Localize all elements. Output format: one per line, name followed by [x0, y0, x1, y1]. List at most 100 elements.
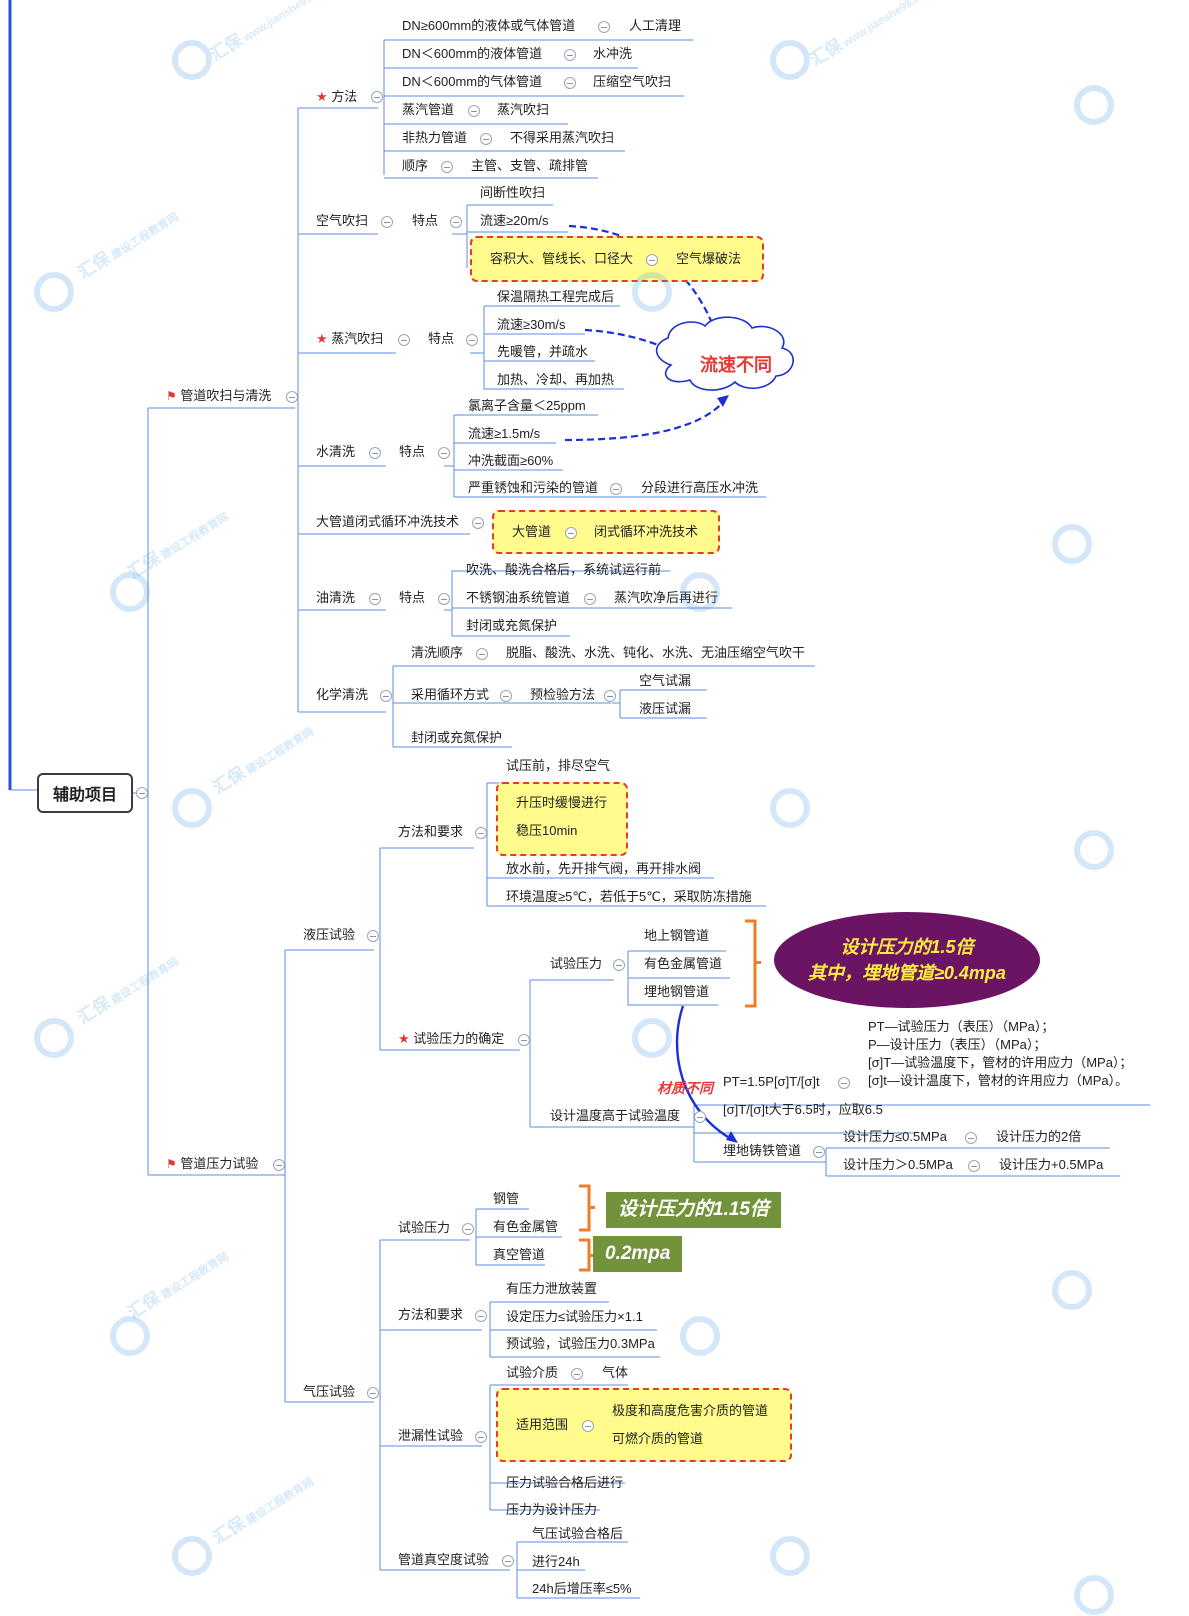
gas-node[interactable]: 气压试验	[303, 1384, 356, 1399]
hydro-item-2[interactable]: 升压时缓慢进行	[516, 795, 608, 810]
collapse-icon[interactable]	[838, 1077, 850, 1089]
method-row-6-key[interactable]: 顺序	[402, 158, 429, 173]
hydro-item-4[interactable]: 放水前，先开排气阀，再开排水阀	[506, 861, 702, 876]
collapse-icon[interactable]	[968, 1160, 980, 1172]
chem-node[interactable]: 化学清洗	[316, 687, 369, 702]
collapse-icon[interactable]	[565, 527, 577, 539]
method-row-3-key[interactable]: DN＜600mm的气体管道	[402, 74, 543, 89]
collapse-icon[interactable]	[466, 334, 478, 346]
gas-leak-item-1[interactable]: 压力试验合格后进行	[506, 1475, 624, 1490]
collapse-icon[interactable]	[598, 21, 610, 33]
collapse-icon[interactable]	[476, 648, 488, 660]
hydro-method[interactable]: 方法和要求	[398, 824, 464, 839]
oil-item-2[interactable]: 不锈钢油系统管道	[466, 590, 571, 605]
collapse-icon[interactable]	[369, 593, 381, 605]
steam-item-1[interactable]: 保温隔热工程完成后	[497, 289, 615, 304]
water-extra[interactable]: 分段进行高压水冲洗	[641, 480, 759, 495]
chem-test-2[interactable]: 液压试漏	[639, 701, 692, 716]
collapse-icon[interactable]	[965, 1132, 977, 1144]
method-row-6-val[interactable]: 主管、支管、疏排管	[471, 158, 589, 173]
water-feature[interactable]: 特点	[399, 444, 426, 459]
collapse-icon[interactable]	[441, 161, 453, 173]
castiron-cond-1[interactable]: 设计压力≤0.5MPa	[843, 1129, 947, 1144]
gas-scope-1[interactable]: 极度和高度危害介质的管道	[612, 1403, 769, 1418]
hydro-ratio[interactable]: [σ]T/[σ]t大于6.5时，应取6.5	[723, 1102, 883, 1117]
bigpipe-node[interactable]: 大管道闭式循环冲洗技术	[316, 514, 460, 529]
oil-item-1[interactable]: 吹洗、酸洗合格后，系统试运行前	[466, 562, 662, 577]
collapse-icon[interactable]	[502, 1555, 514, 1567]
air-item-2[interactable]: 流速≥20m/s	[480, 213, 549, 228]
air-item-1[interactable]: 间断性吹扫	[480, 185, 546, 200]
branch1-collapse-icon[interactable]	[286, 391, 298, 403]
method-row-1-val[interactable]: 人工清理	[629, 18, 682, 33]
method-row-4-val[interactable]: 蒸汽吹扫	[497, 102, 550, 117]
method-row-3-val[interactable]: 压缩空气吹扫	[593, 74, 672, 89]
chem-precheck[interactable]: 预检验方法	[530, 687, 596, 702]
gas-m-item-3[interactable]: 预试验，试验压力0.3MPa	[506, 1336, 655, 1351]
method-node[interactable]: ★ 方法	[316, 89, 358, 104]
collapse-icon[interactable]	[450, 216, 462, 228]
collapse-icon[interactable]	[564, 77, 576, 89]
oil-node[interactable]: 油清洗	[316, 590, 356, 605]
oil-item-3[interactable]: 封闭或充氮保护	[466, 618, 558, 633]
hydro-item-1[interactable]: 试压前，排尽空气	[506, 758, 611, 773]
collapse-icon[interactable]	[813, 1146, 825, 1158]
collapse-icon[interactable]	[500, 690, 512, 702]
collapse-icon[interactable]	[468, 105, 480, 117]
oil-feature[interactable]: 特点	[399, 590, 426, 605]
gas-leak[interactable]: 泄漏性试验	[398, 1428, 464, 1443]
collapse-icon[interactable]	[564, 49, 576, 61]
hydro-node[interactable]: 液压试验	[303, 927, 356, 942]
gas-v-item-2[interactable]: 进行24h	[532, 1554, 580, 1569]
method-row-5-key[interactable]: 非热力管道	[402, 130, 468, 145]
gas-method[interactable]: 方法和要求	[398, 1307, 464, 1322]
branch1-node[interactable]: ⚑ 管道吹扫与清洗	[166, 388, 272, 403]
castiron-val-2[interactable]: 设计压力+0.5MPa	[999, 1157, 1104, 1172]
water-item-1[interactable]: 氯离子含量＜25ppm	[468, 398, 586, 413]
collapse-icon[interactable]	[480, 133, 492, 145]
hydro-formula[interactable]: PT=1.5P[σ]T/[σ]t	[723, 1074, 820, 1089]
gas-leak-item-2[interactable]: 压力为设计压力	[506, 1502, 598, 1517]
root-node[interactable]: 辅助项目	[37, 773, 133, 813]
gas-scope-2[interactable]: 可燃介质的管道	[612, 1431, 704, 1446]
steam-feature[interactable]: 特点	[428, 331, 455, 346]
collapse-icon[interactable]	[367, 1387, 379, 1399]
water-item-3[interactable]: 冲洗截面≥60%	[468, 453, 554, 468]
gas-medium[interactable]: 试验介质	[506, 1365, 559, 1380]
steam-item-4[interactable]: 加热、冷却、再加热	[497, 372, 615, 387]
collapse-icon[interactable]	[398, 334, 410, 346]
chem-seal[interactable]: 封闭或充氮保护	[411, 730, 503, 745]
collapse-icon[interactable]	[438, 447, 450, 459]
collapse-icon[interactable]	[694, 1111, 706, 1123]
method-row-5-val[interactable]: 不得采用蒸汽吹扫	[510, 130, 615, 145]
collapse-icon[interactable]	[369, 447, 381, 459]
collapse-icon[interactable]	[613, 959, 625, 971]
steam-node[interactable]: ★ 蒸汽吹扫	[316, 331, 384, 346]
bigpipe-right[interactable]: 闭式循环冲洗技术	[594, 524, 699, 539]
gas-pipe-3[interactable]: 真空管道	[493, 1247, 546, 1262]
castiron-val-1[interactable]: 设计压力的2倍	[996, 1129, 1082, 1144]
hydro-item-3[interactable]: 稳压10min	[516, 823, 578, 838]
gas-pipe-2[interactable]: 有色金属管	[493, 1219, 559, 1234]
method-row-4-key[interactable]: 蒸汽管道	[402, 102, 455, 117]
gas-vacuum[interactable]: 管道真空度试验	[398, 1552, 490, 1567]
collapse-icon[interactable]	[604, 690, 616, 702]
collapse-icon[interactable]	[380, 690, 392, 702]
collapse-icon[interactable]	[367, 930, 379, 942]
collapse-icon[interactable]	[475, 1310, 487, 1322]
collapse-icon[interactable]	[582, 1420, 594, 1432]
hydro-pipe-1[interactable]: 地上钢管道	[644, 928, 710, 943]
method-row-2-key[interactable]: DN＜600mm的液体管道	[402, 46, 543, 61]
collapse-icon[interactable]	[438, 593, 450, 605]
method-row-1-key[interactable]: DN≥600mm的液体或气体管道	[402, 18, 576, 33]
collapse-icon[interactable]	[475, 1431, 487, 1443]
hydro-item-5[interactable]: 环境温度≥5℃，若低于5℃，采取防冻措施	[506, 889, 752, 904]
chem-order-val[interactable]: 脱脂、酸洗、水洗、钝化、水洗、无油压缩空气吹干	[506, 645, 806, 660]
gas-scope[interactable]: 适用范围	[516, 1417, 569, 1432]
bigpipe-left[interactable]: 大管道	[512, 524, 552, 539]
air-feature[interactable]: 特点	[412, 213, 439, 228]
air-node[interactable]: 空气吹扫	[316, 213, 369, 228]
chem-test-1[interactable]: 空气试漏	[639, 673, 692, 688]
oil-extra[interactable]: 蒸汽吹净后再进行	[614, 590, 719, 605]
collapse-icon[interactable]	[610, 483, 622, 495]
